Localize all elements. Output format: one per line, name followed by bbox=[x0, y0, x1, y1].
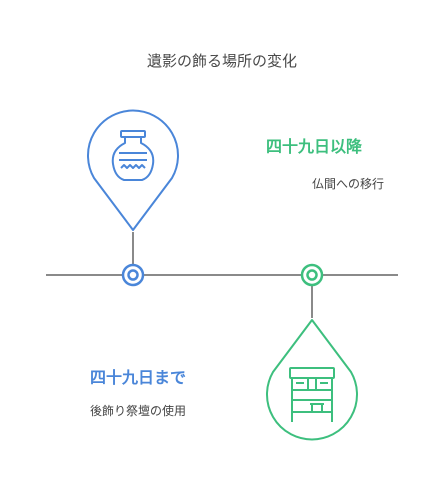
stage-2-pin-outline bbox=[266, 319, 358, 441]
stage-2-heading: 四十九日以降 bbox=[266, 137, 363, 156]
butsudan-icon bbox=[289, 367, 335, 422]
stage-1-pin-outline bbox=[87, 109, 179, 231]
stage-1-marker-inner bbox=[127, 269, 139, 281]
urn-icon bbox=[111, 130, 155, 181]
diagram-title: 遺影の飾る場所の変化 bbox=[146, 52, 297, 70]
stage-2-pin bbox=[266, 263, 358, 441]
stage-1-heading: 四十九日まで bbox=[90, 368, 187, 387]
stage-2-description: 仏間への移行 bbox=[312, 177, 385, 191]
stage-1-pin bbox=[87, 109, 179, 287]
stage-1-description: 後飾り祭壇の使用 bbox=[90, 404, 187, 418]
stage-2-marker-inner bbox=[306, 269, 318, 281]
